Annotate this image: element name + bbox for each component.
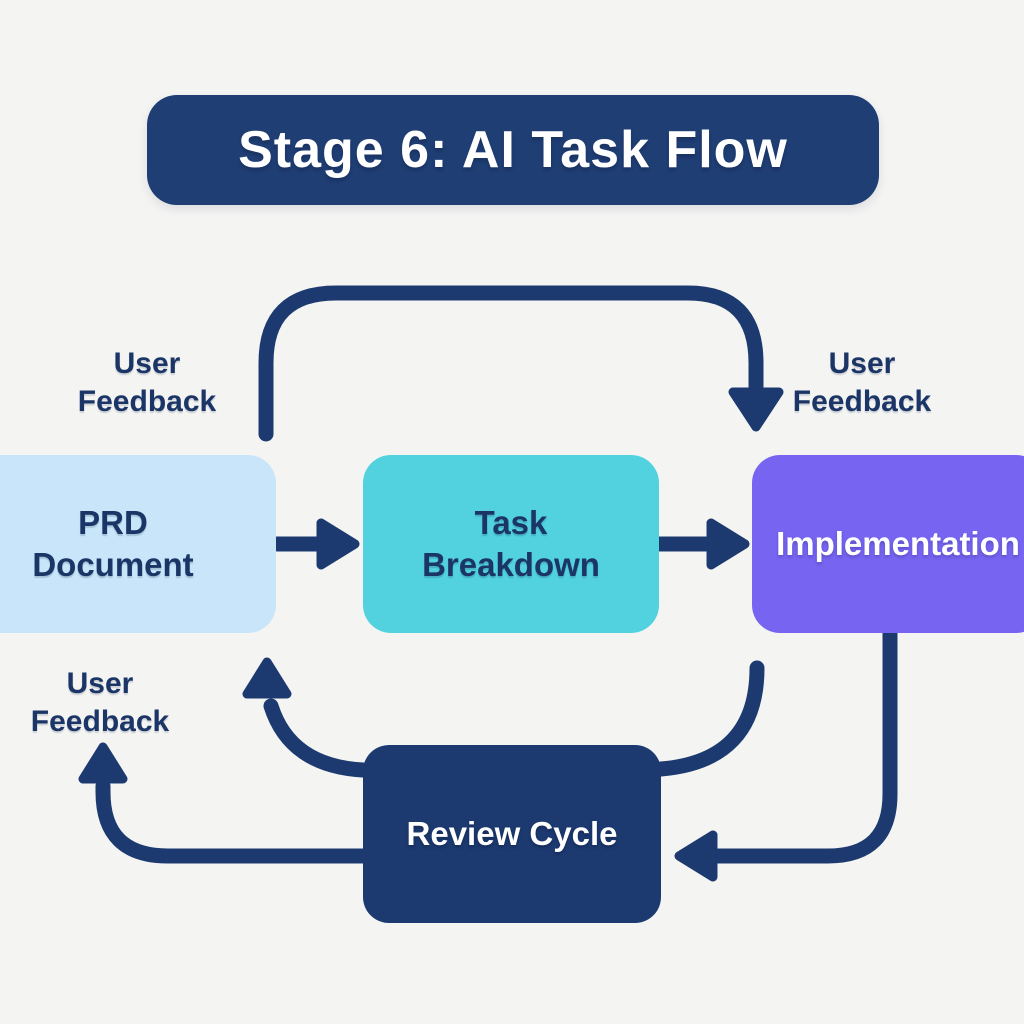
arrow-prd-to-task-head-icon — [316, 518, 360, 570]
node-task-label: Task Breakdown — [422, 503, 600, 583]
arrow-implementation-to-review-head-icon — [674, 830, 718, 882]
node-review-label: Review Cycle — [406, 814, 618, 852]
arrow-review-to-prd-head-icon — [242, 657, 292, 699]
connector-review-to-implementation — [653, 660, 765, 777]
node-prd-label: PRD Document — [32, 503, 194, 583]
node-implementation: Implementation — [752, 455, 1024, 633]
user-feedback-label-bottom-left: User Feedback — [30, 667, 170, 738]
title-banner: Stage 6: AI Task Flow — [147, 95, 879, 205]
arrow-review-to-feedback — [95, 778, 371, 864]
node-implementation-label: Implementation — [776, 524, 1020, 562]
arrow-task-to-implementation-head-icon — [706, 518, 750, 570]
user-feedback-label-top-left: User Feedback — [77, 347, 217, 418]
arrow-review-to-prd — [263, 698, 371, 778]
node-prd-document: PRD Document — [0, 455, 276, 633]
node-task-breakdown: Task Breakdown — [363, 455, 659, 633]
top-feedback-arrowhead-down-icon — [728, 387, 784, 432]
arrow-implementation-to-review — [702, 624, 898, 864]
page-title: Stage 6: AI Task Flow — [238, 121, 788, 179]
user-feedback-label-top-right: User Feedback — [792, 347, 932, 418]
node-review-cycle: Review Cycle — [363, 745, 661, 923]
top-feedback-arc — [258, 285, 764, 442]
arrow-review-to-feedback-head-icon — [78, 742, 128, 784]
